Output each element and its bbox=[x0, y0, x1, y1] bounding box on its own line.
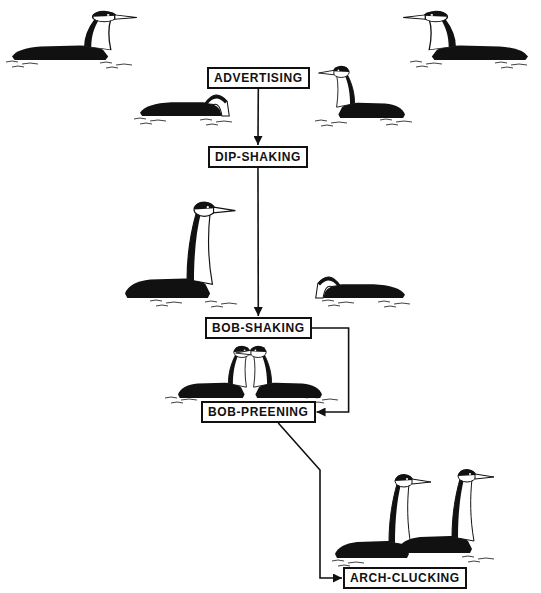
stage-label: ARCH-CLUCKING bbox=[350, 571, 460, 585]
grebe-bob-shake bbox=[125, 201, 235, 298]
water-ripple bbox=[378, 301, 410, 307]
stage-box: BOB-PREENING bbox=[201, 401, 316, 423]
water-ripple bbox=[134, 118, 166, 124]
stage-box: DIP-SHAKING bbox=[208, 146, 308, 168]
water-ripple bbox=[462, 556, 494, 562]
sequence-arrow bbox=[257, 89, 259, 145]
grebe-bob-preen bbox=[236, 346, 322, 398]
grebe-arch-cluck bbox=[398, 469, 494, 553]
water-ripple bbox=[332, 560, 364, 566]
sequence-arrow bbox=[257, 168, 259, 316]
water-ripple bbox=[205, 301, 237, 307]
stage-box: ADVERTISING bbox=[207, 67, 310, 89]
stage-label: DIP-SHAKING bbox=[215, 150, 301, 164]
water-ripple bbox=[315, 120, 347, 126]
stage-label: BOB-PREENING bbox=[208, 405, 309, 419]
water-ripple bbox=[100, 62, 132, 68]
water-ripple bbox=[6, 61, 38, 67]
stage-box: ARCH-CLUCKING bbox=[343, 567, 467, 589]
water-ripple bbox=[150, 300, 182, 306]
water-ripple bbox=[495, 62, 527, 68]
water-ripple bbox=[380, 119, 412, 125]
grebe-bob-shake bbox=[316, 277, 405, 298]
sequence-arrow bbox=[278, 423, 342, 578]
grebe-advertising bbox=[403, 11, 528, 60]
water-ripple bbox=[200, 119, 232, 125]
grebe-advertising bbox=[12, 11, 137, 60]
water-ripple bbox=[165, 397, 197, 403]
stage-label: ADVERTISING bbox=[214, 71, 303, 85]
sequence-arrow bbox=[312, 328, 349, 412]
grebe-dip bbox=[140, 95, 229, 116]
stage-box: BOB-SHAKING bbox=[205, 317, 312, 339]
stage-label: BOB-SHAKING bbox=[212, 321, 305, 335]
water-ripple bbox=[410, 61, 442, 67]
grebe-dip bbox=[319, 66, 405, 118]
water-ripple bbox=[322, 300, 354, 306]
